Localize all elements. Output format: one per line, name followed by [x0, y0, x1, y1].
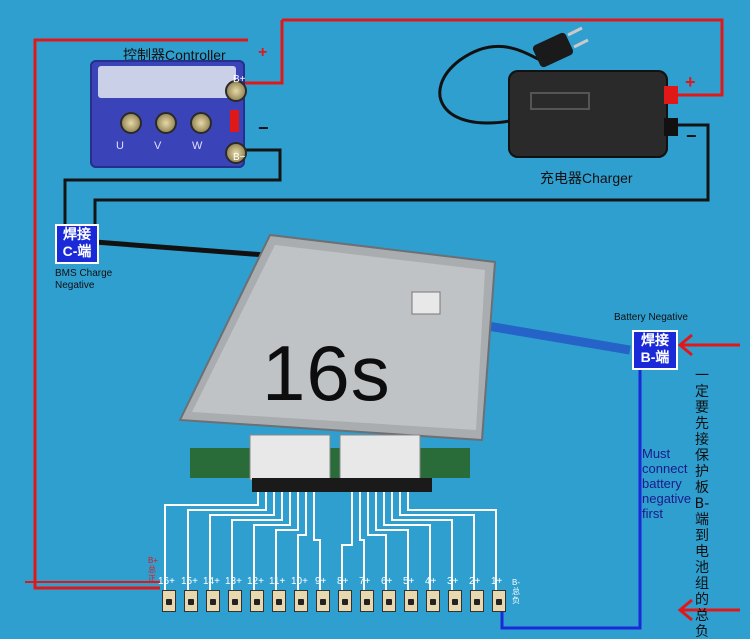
plug-icon: [532, 32, 574, 68]
battery-cell-icon: [426, 590, 440, 612]
bms-board-icon: [178, 233, 497, 492]
b-plus-red-cap: [230, 110, 239, 132]
terminal-b-plus-icon: [225, 80, 247, 102]
battery-cell-icon: [294, 590, 308, 612]
battery-cell-icon: [228, 590, 242, 612]
weld-c-minus-tag: 焊接 C-端: [55, 224, 99, 264]
controller-negative-wire: [63, 148, 282, 225]
cell-label-10: 10+: [291, 576, 308, 587]
battery-cell-icon: [470, 590, 484, 612]
cell-label-13: 13+: [225, 576, 242, 587]
terminal-u-icon: [120, 112, 142, 134]
arrow-head-bottom: [677, 598, 693, 622]
battery-cell-icon: [404, 590, 418, 612]
battery-cell-icon: [492, 590, 506, 612]
board-series-label: 16s: [262, 329, 391, 417]
charger-label: 充电器Charger: [540, 170, 633, 186]
charger-plus-sign: +: [685, 72, 696, 92]
weld-c-line1: 焊接: [63, 226, 91, 242]
b-minus-wire: [500, 365, 642, 630]
charger-cord: [438, 44, 541, 125]
b-minus-terminal-label: B−: [233, 152, 246, 163]
cell-label-8: 8+: [337, 576, 349, 587]
controller-nameplate: [98, 66, 236, 98]
cell-label-11: 11+: [269, 576, 286, 587]
must-connect-note: Must connect battery negative first: [642, 446, 692, 521]
terminal-v-icon: [155, 112, 177, 134]
charger-positive-terminal: [664, 86, 678, 104]
controller-device: B+ B− U V W: [90, 60, 247, 168]
charger-device: [508, 70, 668, 158]
charger-negative-terminal: [664, 118, 678, 136]
bms-charge-negative-label: BMS Charge Negative: [55, 268, 113, 291]
cell-label-12: 12+: [247, 576, 264, 587]
plug-pin-2: [573, 38, 589, 49]
weld-b-minus-tag: 焊接 B-端: [632, 330, 678, 370]
battery-negative-label: Battery Negative: [614, 312, 688, 323]
arrow-head-top: [677, 333, 693, 357]
controller-minus-sign: −: [258, 118, 269, 138]
plug-pin-1: [567, 26, 583, 37]
battery-cell-icon: [316, 590, 330, 612]
charger-logo: [530, 92, 590, 110]
cell-label-5: 5+: [403, 576, 415, 587]
weld-b-line1: 焊接: [641, 332, 669, 348]
phase-u-label: U: [116, 140, 124, 152]
b-minus-total-label: B- 总 负: [512, 578, 520, 605]
cell-label-1: 1+: [491, 576, 503, 587]
b-plus-total-label: B+ 总 正: [148, 556, 159, 583]
cell-label-4: 4+: [425, 576, 437, 587]
terminal-w-icon: [190, 112, 212, 134]
phase-w-label: W: [192, 140, 203, 152]
phase-v-label: V: [154, 140, 162, 152]
b-plus-total-wire: [33, 38, 248, 590]
battery-cell-icon: [360, 590, 374, 612]
charger-positive-wire: [282, 18, 724, 97]
controller-label: 控制器Controller: [123, 47, 226, 63]
charger-negative-wire: [93, 123, 710, 238]
cell-label-7: 7+: [359, 576, 371, 587]
battery-cell-icon: [162, 590, 176, 612]
battery-pack: [160, 590, 520, 612]
controller-positive-wire: [245, 20, 284, 85]
weld-c-line2: C-端: [62, 243, 92, 259]
battery-cell-icon: [250, 590, 264, 612]
cell-label-14: 14+: [203, 576, 220, 587]
charger-minus-sign: −: [686, 126, 697, 146]
cell-label-16: 16+: [158, 576, 175, 587]
battery-cell-icon: [272, 590, 286, 612]
battery-cell-icon: [382, 590, 396, 612]
cell-label-3: 3+: [447, 576, 459, 587]
battery-cell-icon: [338, 590, 352, 612]
battery-cell-icon: [206, 590, 220, 612]
cell-label-2: 2+: [469, 576, 481, 587]
cell-label-9: 9+: [315, 576, 327, 587]
controller-plus-sign: +: [258, 44, 268, 61]
cell-label-6: 6+: [381, 576, 393, 587]
terminal-b-minus-icon: [225, 142, 247, 164]
battery-cell-icon: [184, 590, 198, 612]
balance-wires: [164, 487, 497, 592]
b-plus-terminal-label: B+: [233, 74, 246, 85]
vertical-chinese-note: 一定要先接保护板B-端到电池组的总负上: [694, 368, 710, 639]
weld-b-line2: B-端: [640, 349, 670, 365]
c-minus-cable: [94, 239, 266, 258]
cell-label-15: 15+: [181, 576, 198, 587]
battery-cell-icon: [448, 590, 462, 612]
